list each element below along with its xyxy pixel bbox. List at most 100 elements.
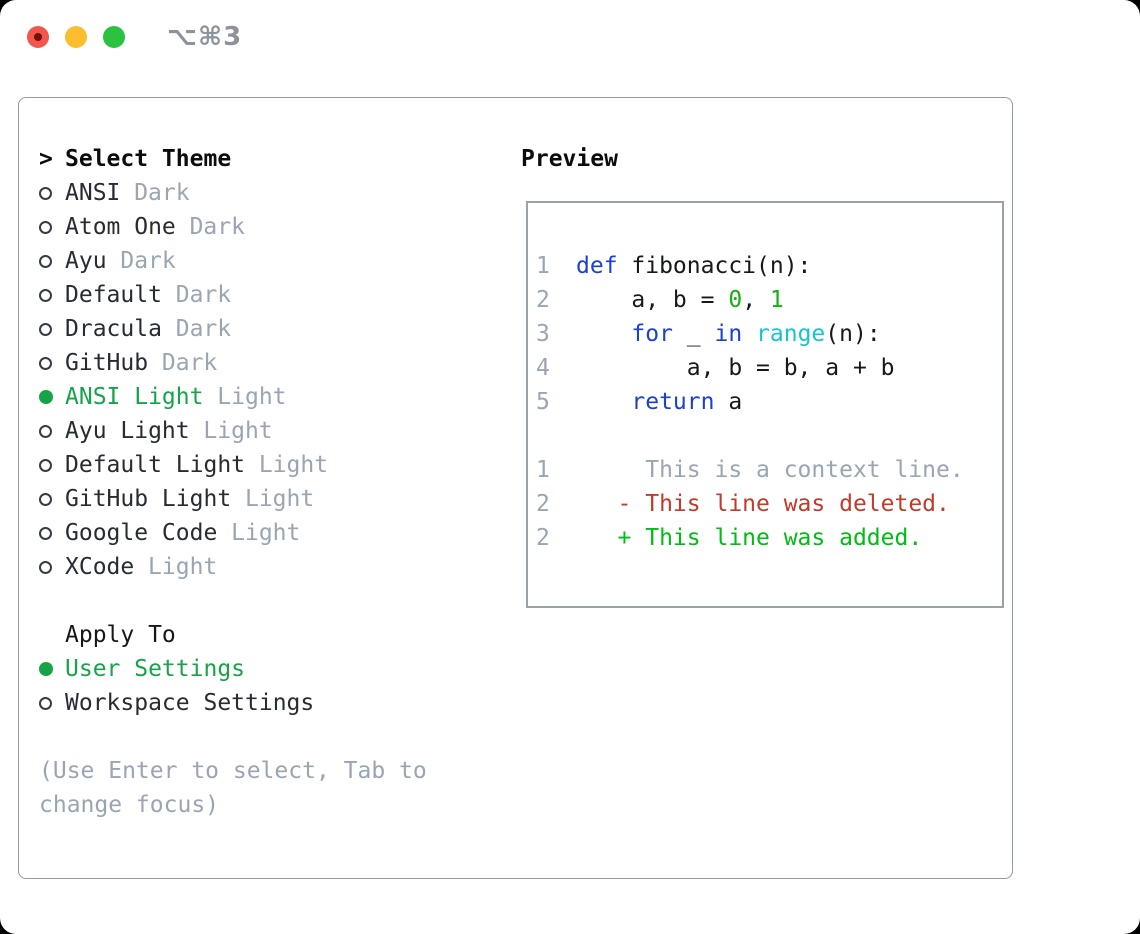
code-token-plain: a (714, 389, 743, 415)
theme-option-google-code[interactable]: Google Code Light (39, 516, 489, 550)
theme-name: ANSI (65, 180, 121, 206)
code-token-plain: a, b = b, a + b (576, 355, 895, 381)
code-token-deleted: - This line was deleted. (576, 491, 950, 517)
line-number: 3 (536, 321, 550, 347)
theme-name: GitHub (65, 350, 149, 376)
code-token-plain (742, 321, 756, 347)
radio-icon (39, 458, 65, 472)
theme-variant: Light (203, 418, 273, 444)
theme-option-github-light[interactable]: GitHub Light Light (39, 482, 489, 516)
radio-icon (39, 186, 65, 200)
code-token-num: 0 (728, 287, 743, 313)
select-theme-header: > Select Theme (39, 142, 489, 176)
theme-name: GitHub Light (65, 486, 232, 512)
line-number: 2 (536, 525, 550, 551)
select-theme-title: Select Theme (65, 146, 232, 172)
theme-variant: Dark (120, 248, 176, 274)
theme-variant: Light (231, 520, 301, 546)
radio-icon (39, 356, 65, 370)
code-line: 2 a, b = 0, 1 (536, 283, 994, 317)
theme-option-ayu-light[interactable]: Ayu Light Light (39, 414, 489, 448)
radio-icon (39, 424, 65, 438)
theme-option-github[interactable]: GitHub Dark (39, 346, 489, 380)
theme-name: XCode (65, 554, 135, 580)
apply-option-workspace-settings[interactable]: Workspace Settings (39, 686, 489, 720)
apply-to-header: Apply To (39, 618, 489, 652)
theme-option-ansi-light[interactable]: ANSI Light Light (39, 380, 489, 414)
usage-hint-line-1: (Use Enter to select, Tab to (39, 758, 427, 784)
selection-chevron-icon: > (39, 146, 53, 172)
radio-selected-icon (39, 390, 65, 404)
line-number: 4 (536, 355, 550, 381)
radio-icon (39, 254, 65, 268)
code-token-plain: , (742, 287, 770, 313)
code-token-kw: def (576, 253, 618, 279)
option-label: Workspace Settings (65, 690, 315, 716)
theme-name: Default Light (65, 452, 246, 478)
line-number: 2 (536, 491, 550, 517)
code-token-context: This is a context line. (576, 457, 964, 483)
apply-to-label: Apply To (65, 622, 176, 648)
theme-option-ayu[interactable]: Ayu Dark (39, 244, 489, 278)
code-token-plain: _ (672, 321, 715, 347)
theme-option-atom-one[interactable]: Atom One Dark (39, 210, 489, 244)
apply-option-user-settings[interactable]: User Settings (39, 652, 489, 686)
code-line: 5 return a (536, 385, 994, 419)
code-line: 4 a, b = b, a + b (536, 351, 994, 385)
radio-icon (39, 526, 65, 540)
radio-icon (39, 220, 65, 234)
theme-variant: Light (244, 486, 315, 512)
zoom-button[interactable] (103, 26, 125, 48)
theme-name: Ayu (65, 248, 107, 274)
theme-variant: Dark (161, 350, 218, 376)
code-token-builtin: range (756, 321, 826, 347)
theme-name: Ayu Light (65, 418, 190, 444)
theme-variant: Dark (175, 316, 232, 342)
titlebar: ⌥⌘3 (0, 0, 1140, 74)
line-number: 5 (536, 389, 550, 415)
code-token-kw: return (631, 389, 715, 415)
theme-option-dracula[interactable]: Dracula Dark (39, 312, 489, 346)
theme-variant: Light (148, 554, 218, 580)
theme-variant: Dark (189, 214, 245, 240)
code-token-plain (576, 389, 631, 415)
line-number: 1 (536, 253, 550, 279)
theme-name: Dracula (65, 316, 162, 342)
code-token-plain: a, b = (576, 287, 729, 313)
radio-icon (39, 560, 65, 574)
code-blank-line (536, 419, 994, 453)
code-token-plain: (n): (825, 321, 881, 347)
theme-option-ansi[interactable]: ANSI Dark (39, 176, 489, 210)
preview-title: Preview (521, 146, 618, 172)
line-number: 1 (536, 457, 550, 483)
theme-variant: Dark (175, 282, 232, 308)
theme-variant: Light (217, 384, 287, 410)
theme-variant: Dark (134, 180, 190, 206)
unsaved-indicator-icon (34, 33, 42, 41)
code-line: 1 This is a context line. (536, 453, 994, 487)
close-button[interactable] (27, 26, 49, 48)
option-label: User Settings (65, 656, 246, 682)
radio-icon (39, 696, 65, 710)
radio-icon (39, 288, 65, 302)
code-line: 3 for _ in range(n): (536, 317, 994, 351)
radio-selected-icon (39, 662, 65, 676)
line-number: 2 (536, 287, 550, 313)
window-shortcut-label: ⌥⌘3 (167, 22, 243, 52)
theme-name: Google Code (65, 520, 218, 546)
minimize-button[interactable] (65, 26, 87, 48)
code-token-kw: for (631, 321, 673, 347)
radio-icon (39, 492, 65, 506)
theme-option-xcode[interactable]: XCode Light (39, 550, 489, 584)
theme-name: Atom One (65, 214, 176, 240)
theme-name: ANSI Light (65, 384, 204, 410)
